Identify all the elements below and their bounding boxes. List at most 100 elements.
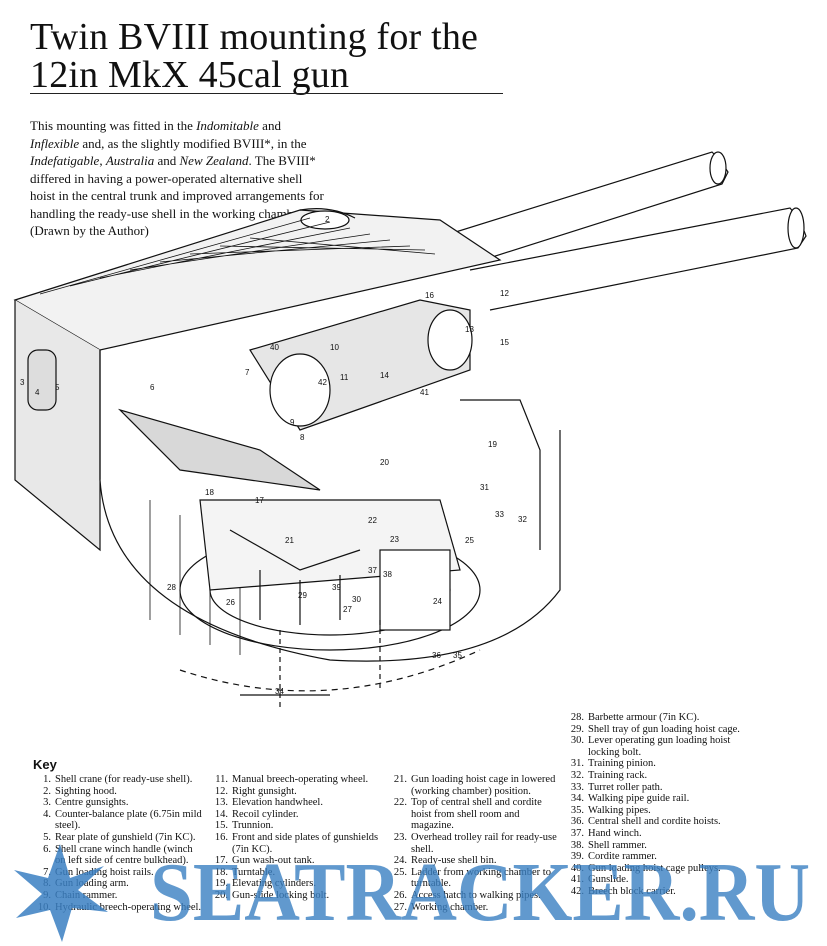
callout-number: 41 [420,388,429,397]
callout-number: 17 [255,496,264,505]
key-title: Key [33,757,57,772]
callout-number: 14 [380,371,389,380]
key-item-number: 14. [214,808,228,820]
key-item: 26.Access hatch to walking pipes. [389,890,559,902]
key-item-text: Hand winch. [588,827,642,839]
callout-number: 22 [368,516,377,525]
callout-number: 23 [390,535,399,544]
key-item-text: Shell rammer. [588,839,647,851]
key-item-text: Elevating cylinders. [232,878,316,890]
key-item: 40.Gun loading hoist cage pulleys. [566,863,746,875]
key-item: 15. Trunnion. [210,820,380,832]
callout-number: 19 [488,440,497,449]
key-column-3: 21.Gun loading hoist cage in lowered (wo… [389,774,559,913]
key-item: 42. Breech block carrier. [566,886,746,898]
callout-number: 4 [35,388,40,397]
callout-number: 28 [167,583,176,592]
key-item-text: Gun loading hoist rails. [55,866,154,878]
key-item-text: Walking pipe guide rail. [588,793,690,805]
title-rule [30,93,503,94]
key-item-number: 21. [393,774,407,785]
key-item: 2.Sighting hood. [33,786,203,798]
callout-number: 12 [500,289,509,298]
key-item-text: Gun loading arm. [55,878,129,890]
callout-number: 32 [518,515,527,524]
key-column-4: 28.Barbette armour (7in KC).29.Shell tra… [566,712,746,898]
key-item-text: Gun loading hoist cage pulleys. [588,862,721,874]
key-item-number: 41. [570,874,584,886]
callout-number: 33 [495,510,504,519]
key-item-number: 23. [393,831,407,843]
key-item-text: Ladder from working chamber to turntable… [411,866,551,890]
key-item-number: 31. [570,758,584,770]
callout-number: 15 [500,338,509,347]
key-column-1: 1.Shell crane (for ready-use shell).2.Si… [33,774,203,913]
key-item-number: 28. [570,712,584,723]
callout-number: 3 [20,378,25,387]
key-item-number: 9. [43,889,51,901]
callout-number: 7 [245,368,250,377]
callout-number: 8 [300,433,305,442]
callout-number: 18 [205,488,214,497]
key-item-number: 18. [214,866,228,878]
key-item: 7.Gun loading hoist rails. [33,867,203,879]
key-item-number: 26. [393,889,407,901]
key-item-text: Lever operating gun loading hoist lockin… [588,735,731,758]
key-item-text: Shell crane (for ready-use shell). [55,774,193,785]
key-item-text: Central shell and cordite hoists. [588,816,721,828]
key-item-text: Turntable. [232,866,276,878]
intro-text-1: This mounting was fitted in the [30,118,197,133]
ship-name: Indefatigable [30,153,100,168]
key-item-text: Overhead trolley rail for ready-use shel… [411,831,557,855]
key-item-number: 38. [570,839,584,851]
key-item-number: 33. [570,781,584,793]
intro-text-5: and [154,153,180,168]
callout-number: 40 [270,343,279,352]
key-item: 12.Right gunsight. [210,786,380,798]
callout-number: 6 [150,383,155,392]
key-item: 39.Cordite rammer. [566,851,746,863]
key-item-text: Trunnion. [232,820,274,832]
key-item: 31.Training pinion. [566,758,746,770]
key-item-text: Working chamber. [411,901,489,913]
intro-paragraph: This mounting was fitted in the Indomita… [30,117,330,240]
callout-number: 5 [55,383,60,392]
key-item: 38. Shell rammer. [566,840,746,852]
callout-number: 26 [226,598,235,607]
key-item: 3.Centre gunsights. [33,797,203,809]
callout-number: 11 [340,373,349,382]
key-item-text: Rear plate of gunshield (7in KC). [55,831,196,843]
key-item-text: Gunslide. [588,874,629,886]
intro-text-3: and, as the slightly modified BVIII*, in… [79,135,307,151]
key-item: 36.Central shell and cordite hoists. [566,816,746,828]
callout-number: 34 [275,687,284,696]
key-item-number: 42. [570,885,584,897]
key-item-number: 29. [570,723,584,735]
ship-name: New Zealand [179,153,249,168]
key-item: 32.Training rack. [566,770,746,782]
key-item-number: 5. [43,831,51,843]
key-item-text: Training rack. [588,769,648,781]
key-item-text: Right gunsight. [232,785,297,797]
key-item: 29.Shell tray of gun loading hoist cage. [566,724,746,736]
key-item: 20.Gun-slide locking bolt. [210,890,380,902]
callout-number: 9 [290,418,295,427]
key-item-text: Counter-balance plate (6.75in mild steel… [55,808,202,832]
key-item: 30.Lever operating gun loading hoist loc… [566,735,746,758]
key-item-text: Breech block carrier. [588,885,676,897]
key-item-number: 15. [214,820,228,832]
callout-number: 27 [343,605,352,614]
ship-name: Australia [105,153,155,168]
callout-number: 36 [432,651,441,660]
callout-number: 13 [465,325,474,334]
key-item-number: 2. [43,785,51,797]
key-item: 1.Shell crane (for ready-use shell). [33,774,203,786]
key-item-number: 6. [43,843,51,855]
callout-number: 29 [298,591,307,600]
key-item: 23. Overhead trolley rail for ready-use s… [389,832,559,855]
key-item: 8.Gun loading arm. [33,878,203,890]
key-item-text: Shell crane winch handle (winch on left … [55,843,193,867]
key-item-text: Cordite rammer. [588,851,657,863]
key-item: 10.Hydraulic breech-operating wheel. [33,902,203,914]
intro-text-2: and [258,118,281,133]
